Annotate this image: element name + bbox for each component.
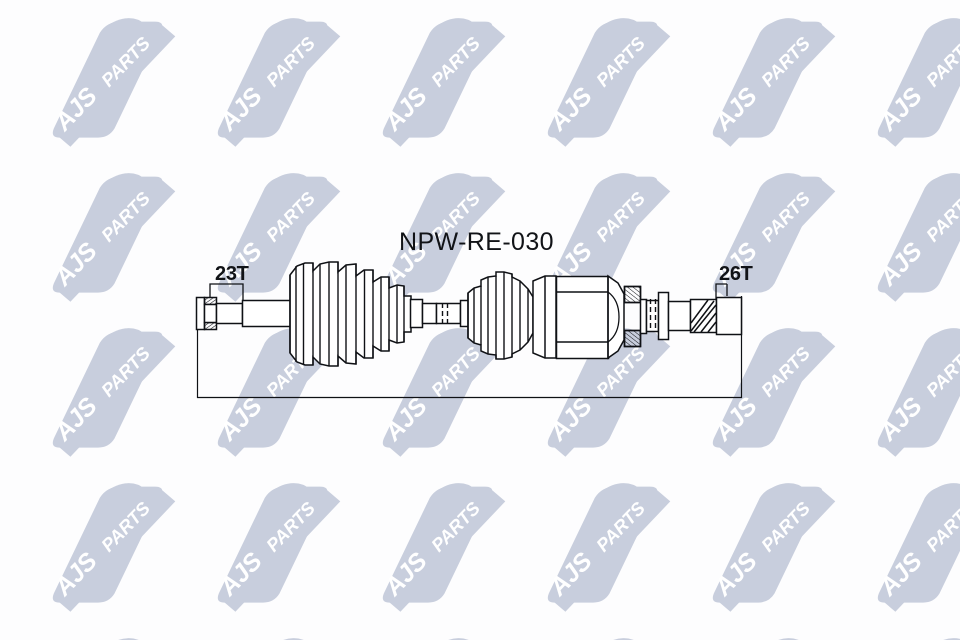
intermediate-shaft <box>409 298 470 329</box>
tripod-joint-housing <box>532 274 625 360</box>
bearing-retainer-clip <box>623 285 648 348</box>
stub-shaft-splined-end <box>645 291 743 341</box>
teeth-right-leader-line <box>715 283 728 299</box>
teeth-left-leader-line <box>209 283 244 300</box>
inner-cv-boot-bellows <box>467 271 534 360</box>
inner-shaft-stub <box>195 296 292 331</box>
outer-cv-boot-bellows <box>289 261 412 367</box>
